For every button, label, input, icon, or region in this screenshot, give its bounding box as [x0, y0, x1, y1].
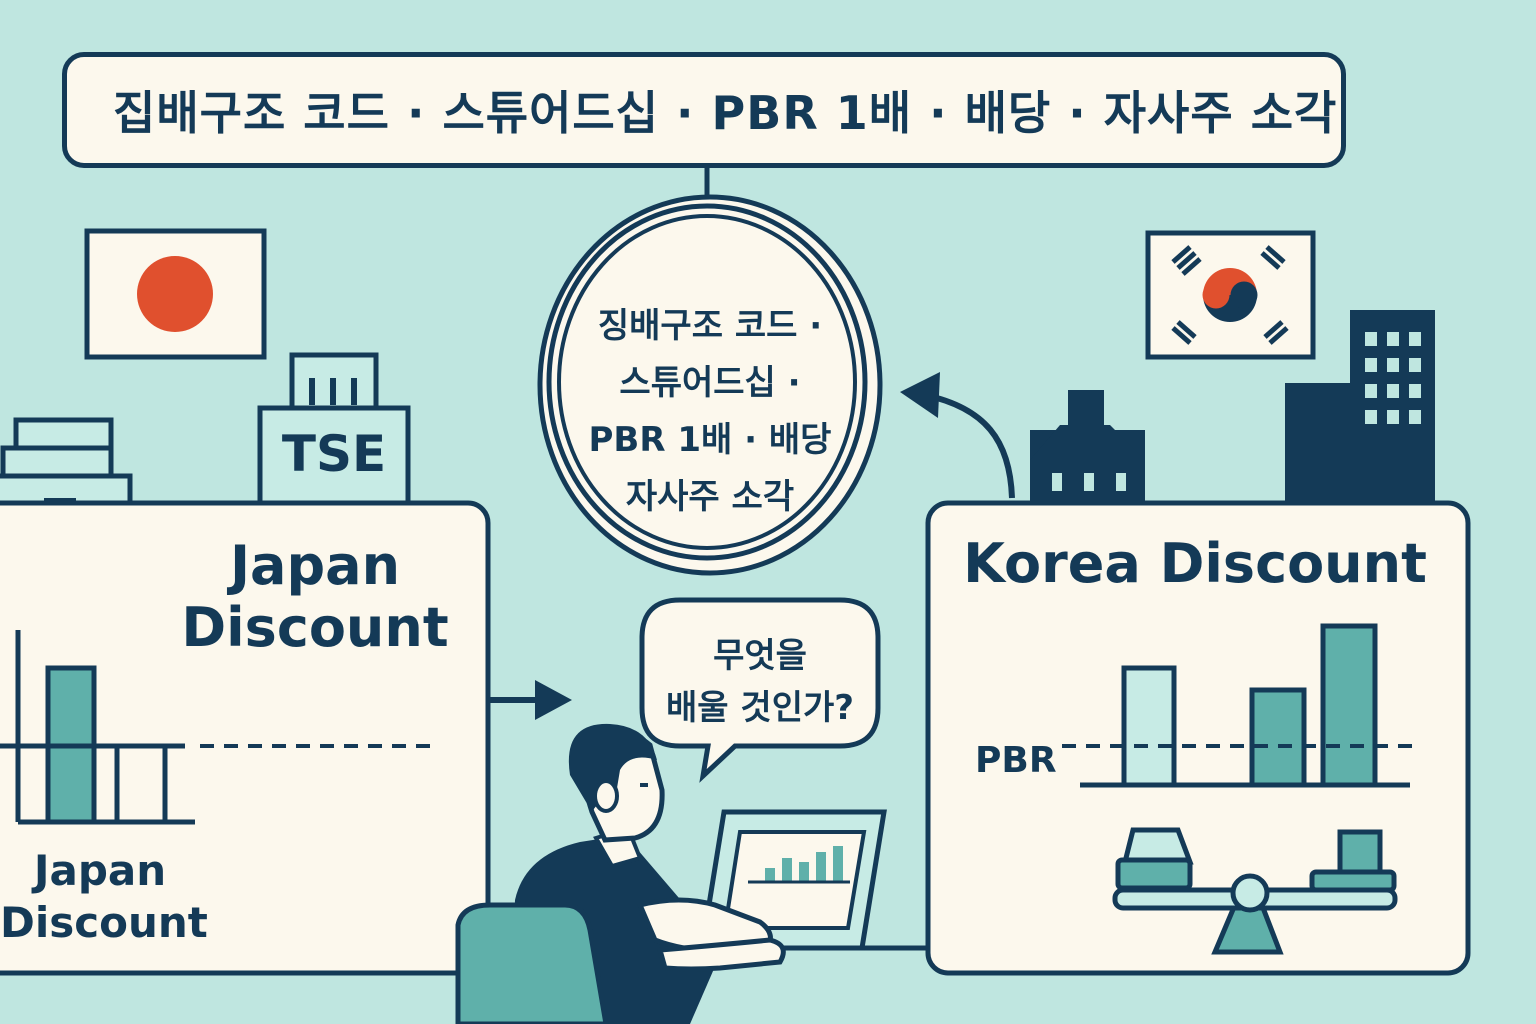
korea-title: Korea Discount [963, 532, 1427, 595]
bubble-line-2: 배울 것인가? [666, 688, 854, 728]
korea-panel [925, 500, 1471, 976]
bubble-text: 무엇을 배울 것인가? [655, 630, 865, 734]
circle-text: 징배구조 코드 · 스튜어드십 · PBR 1배 · 배당 자사주 소각 [565, 298, 855, 526]
circle-line-1: 징배구조 코드 · [597, 306, 823, 346]
circle-line-3: PBR 1배 · 배당 [588, 420, 832, 460]
korea-bar-2 [1249, 687, 1307, 788]
korea-flag [1145, 230, 1316, 360]
circle-line-4: 자사주 소각 [625, 477, 795, 517]
korea-pbr-label: PBR [975, 740, 1057, 781]
japan-flag [84, 228, 267, 360]
speech-bubble [639, 597, 881, 783]
circle-line-2: 스튜어드십 · [619, 363, 801, 403]
center-circle [537, 194, 883, 576]
japan-title-line-1: Japan [229, 534, 401, 597]
korea-buildings-icon [1030, 310, 1435, 505]
japan-chart-label-line-1: Japan [33, 846, 167, 895]
japan-bar-2 [114, 743, 168, 825]
curved-arrow-icon [900, 372, 1015, 499]
japan-chart [0, 630, 430, 825]
korea-bar-1 [1121, 665, 1177, 788]
japan-title: Japan Discount [160, 535, 470, 659]
tse-label: TSE [281, 425, 387, 483]
tse-building-icon [257, 352, 411, 506]
japan-chart-label: Japan Discount [0, 845, 208, 949]
japan-panel [0, 500, 491, 976]
korea-bar-3 [1320, 623, 1378, 788]
top-banner: 집배구조 코드 · 스튜어드십 · PBR 1배 · 배당 · 자사주 소각 [62, 52, 1346, 168]
person-icon [455, 723, 786, 1024]
korea-chart [1062, 623, 1412, 788]
japan-title-line-2: Discount [181, 596, 449, 659]
balance-scale-icon [1112, 827, 1398, 955]
banner-text: 집배구조 코드 · 스튜어드십 · PBR 1배 · 배당 · 자사주 소각 [113, 86, 1338, 140]
right-arrow-icon [488, 680, 572, 720]
japan-chart-label-line-2: Discount [0, 898, 208, 947]
bubble-line-1: 무엇을 [713, 636, 807, 676]
